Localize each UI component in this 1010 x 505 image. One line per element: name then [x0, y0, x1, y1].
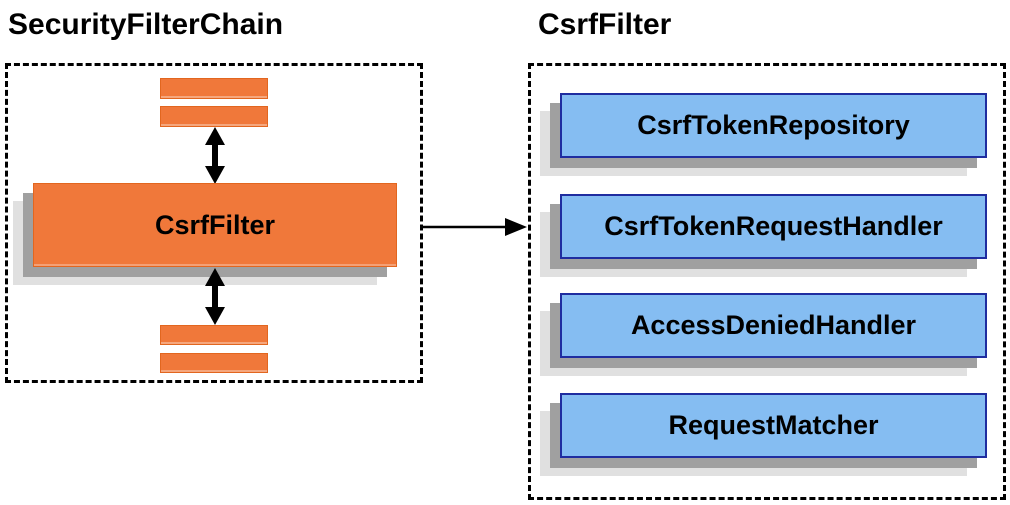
- component-label: CsrfTokenRequestHandler: [604, 211, 943, 241]
- security-filter-chain-panel: CsrfFilter: [5, 63, 423, 383]
- component-box-request-matcher: RequestMatcher: [560, 393, 987, 458]
- filter-bar: [160, 325, 268, 345]
- component-label: AccessDeniedHandler: [630, 310, 917, 340]
- component-label: RequestMatcher: [668, 410, 879, 440]
- flow-arrow-icon: [423, 218, 527, 236]
- component-label: CsrfTokenRepository: [637, 110, 910, 140]
- filter-bar: [160, 353, 268, 373]
- vertical-double-arrow-icon: [205, 268, 225, 325]
- vertical-double-arrow-icon: [205, 127, 225, 184]
- csrf-filter-title: CsrfFilter: [538, 8, 672, 41]
- filter-bar: [160, 106, 268, 127]
- filter-bar: [160, 78, 268, 99]
- component-box-access-denied-handler: AccessDeniedHandler: [560, 293, 987, 358]
- component-box-csrf-token-request-handler: CsrfTokenRequestHandler: [560, 194, 987, 259]
- csrf-filter-box: CsrfFilter: [33, 183, 397, 267]
- security-filter-chain-title: SecurityFilterChain: [8, 8, 284, 41]
- csrf-filter-label: CsrfFilter: [154, 209, 276, 240]
- component-box-csrf-token-repository: CsrfTokenRepository: [560, 93, 987, 158]
- csrf-filter-panel: CsrfTokenRepository CsrfTokenRequestHand…: [528, 63, 1006, 500]
